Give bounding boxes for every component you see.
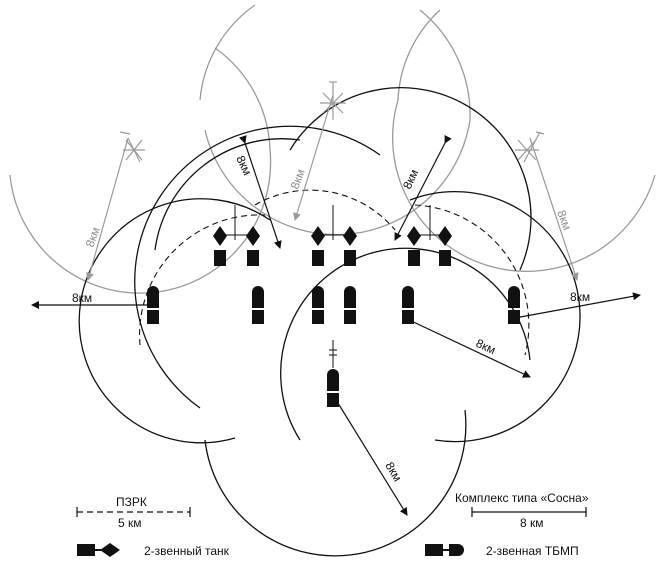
bmp-icon <box>402 286 414 324</box>
range-label-right-black: 8км <box>570 290 590 304</box>
bmp-icon <box>344 286 356 324</box>
bmp-legend-icon <box>425 544 464 556</box>
tank-icon <box>407 226 421 246</box>
tank-icon <box>343 226 357 246</box>
sosna-scale-label: 8 км <box>520 516 544 530</box>
range-label-left-black: 8км <box>72 291 92 305</box>
manpads-arc-center <box>254 189 396 231</box>
range-label-center-right: 8км <box>474 336 498 357</box>
circle-right <box>409 190 581 443</box>
circle-center-left <box>134 125 381 409</box>
tank-group-right <box>407 205 452 266</box>
tank-icon <box>246 226 260 246</box>
bmp-units <box>147 286 520 407</box>
range-label-right-gray: 8км <box>554 208 574 232</box>
range-label-top-left: 8км <box>233 153 254 177</box>
black-radius-lines <box>31 134 641 516</box>
tank-icon <box>311 226 325 246</box>
range-label-top-center: 8км <box>288 167 308 191</box>
bmp-icon <box>327 340 339 407</box>
manpads-scale-label: 5 км <box>118 516 142 530</box>
circle-left <box>78 198 271 444</box>
bmp-icon <box>508 286 520 324</box>
sosna-legend-title: Комплекс типа «Сосна» <box>455 491 589 505</box>
asterisk-icon <box>515 131 545 163</box>
tank-legend-label: 2-звенный танк <box>144 544 230 558</box>
gray-arc-right <box>391 9 656 273</box>
asterisk-icon <box>320 81 346 120</box>
circle-bottom <box>204 409 467 557</box>
circle-top-center <box>289 87 532 271</box>
circle-center <box>280 247 531 441</box>
bmp-legend-label: 2-звенная ТБМП <box>486 544 579 558</box>
bmp-icon <box>252 286 264 324</box>
range-label-top-right: 8км <box>400 167 421 191</box>
gray-coverage-arcs <box>9 4 656 294</box>
tank-groups <box>213 205 452 266</box>
manpads-legend-title: ПЗРК <box>116 495 147 509</box>
asterisk-icon <box>119 131 145 163</box>
tank-icon <box>213 226 227 246</box>
gray-arc-center-left <box>199 4 256 101</box>
tank-group-left <box>213 205 260 266</box>
tank-icon <box>438 226 452 246</box>
manpads-dashed-arcs <box>139 189 530 356</box>
gray-radius-lines <box>86 94 579 281</box>
tank-group-center <box>311 205 357 266</box>
legend: ПЗРК 5 км Комплекс типа «Сосна» 8 км 2-з… <box>76 491 589 558</box>
manpads-arc-left <box>139 214 266 346</box>
gray-arc-left <box>9 47 272 294</box>
bmp-icon <box>147 286 159 324</box>
sosna-launcher-icons <box>119 81 545 163</box>
range-label-left-gray: 8км <box>83 225 103 249</box>
bmp-icon <box>312 286 324 324</box>
manpads-arc-right <box>414 204 530 356</box>
gray-arc-center <box>204 9 471 236</box>
tank-legend-icon <box>77 543 120 557</box>
